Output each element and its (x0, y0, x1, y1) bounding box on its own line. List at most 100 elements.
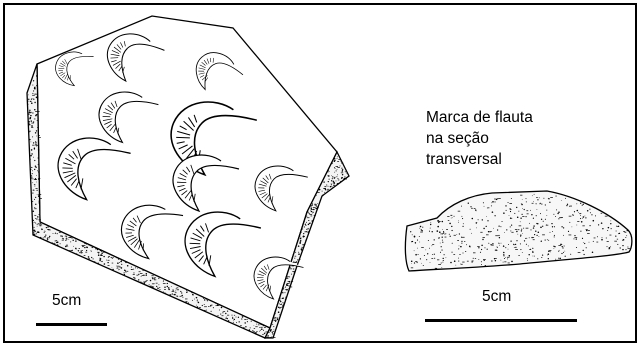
stipple-dot (423, 265, 424, 266)
stipple-dot (511, 261, 513, 263)
stipple-dot (478, 247, 479, 248)
stipple-dot (333, 183, 335, 184)
stipple-dot (515, 244, 516, 245)
stipple-dot (414, 250, 415, 251)
stipple-dot (445, 234, 446, 235)
stipple-dot (468, 203, 469, 204)
stipple-dot (454, 235, 456, 236)
stipple-dot (504, 258, 505, 259)
stipple-dot (30, 115, 32, 117)
stipple-dot (288, 286, 290, 287)
stipple-dot (93, 261, 96, 262)
stipple-dot (308, 220, 309, 221)
stipple-dot (156, 286, 157, 287)
stipple-dot (29, 139, 30, 140)
stipple-dot (583, 250, 584, 251)
stipple-dot (334, 182, 335, 183)
stipple-dot (36, 114, 38, 116)
stipple-dot (97, 252, 99, 253)
stipple-dot (70, 237, 72, 238)
stipple-dot (596, 242, 598, 243)
stipple-dot (99, 258, 100, 259)
stipple-dot (533, 237, 534, 238)
stipple-dot (411, 241, 412, 242)
stipple-dot (345, 171, 346, 172)
stipple-dot (32, 126, 33, 127)
stipple-dot (304, 221, 305, 222)
stipple-dot (337, 174, 338, 175)
stipple-dot (316, 204, 317, 205)
stipple-dot (270, 329, 272, 330)
stipple-dot (86, 250, 87, 251)
stipple-dot (462, 226, 464, 227)
stipple-dot (138, 279, 139, 280)
stipple-dot (547, 255, 548, 256)
stipple-dot (238, 317, 239, 318)
stipple-dot (472, 218, 474, 220)
stipple-dot (312, 209, 314, 210)
stipple-dot (508, 263, 510, 264)
stipple-dot (163, 283, 166, 284)
stipple-dot (487, 220, 488, 221)
stipple-dot (446, 229, 448, 230)
stipple-dot (303, 236, 305, 238)
stipple-dot (40, 226, 42, 227)
stipple-dot (410, 231, 411, 232)
stipple-dot (331, 180, 332, 181)
stipple-dot (88, 256, 90, 258)
stipple-dot (316, 208, 317, 209)
stipple-dot (623, 231, 625, 232)
stipple-dot (30, 155, 32, 157)
stipple-dot (303, 233, 304, 234)
stipple-dot (56, 240, 58, 241)
stipple-dot (532, 252, 533, 253)
stipple-dot (35, 179, 37, 180)
stipple-dot (510, 226, 511, 227)
stipple-dot (312, 204, 313, 205)
stipple-dot (537, 223, 538, 224)
stipple-dot (98, 263, 99, 264)
stipple-dot (334, 158, 336, 160)
stipple-dot (605, 216, 608, 217)
stipple-dot (316, 205, 317, 206)
stipple-dot (36, 182, 37, 183)
stipple-dot (311, 205, 313, 206)
stipple-dot (264, 333, 265, 334)
stipple-dot (47, 237, 48, 238)
stipple-dot (124, 272, 125, 273)
stipple-dot (328, 170, 329, 171)
stipple-dot (150, 286, 152, 287)
stipple-dot (143, 274, 145, 276)
stipple-dot (159, 289, 160, 290)
stipple-dot (528, 245, 529, 246)
stipple-dot (244, 322, 245, 323)
stipple-dot (595, 215, 596, 216)
stipple-dot (532, 195, 533, 196)
stipple-dot (582, 218, 583, 219)
stipple-dot (32, 170, 33, 171)
stipple-dot (527, 258, 528, 259)
stipple-dot (417, 262, 418, 263)
stipple-dot (79, 252, 81, 253)
stipple-dot (283, 304, 284, 305)
stipple-dot (191, 292, 192, 293)
stipple-dot (488, 231, 489, 232)
stipple-dot (170, 295, 171, 296)
stipple-dot (306, 216, 307, 217)
stipple-dot (509, 255, 510, 256)
stipple-dot (550, 232, 551, 233)
stipple-dot (524, 209, 525, 210)
stipple-dot (164, 287, 165, 288)
cross-section-outline (405, 191, 632, 271)
stipple-dot (342, 170, 343, 171)
stipple-dot (412, 234, 413, 235)
stipple-dot (221, 307, 223, 309)
stipple-dot (101, 255, 103, 256)
stipple-dot (211, 311, 212, 312)
stipple-dot (573, 215, 574, 216)
stipple-dot (286, 289, 288, 291)
stipple-dot (507, 257, 510, 258)
stipple-dot (82, 252, 83, 253)
stipple-dot (137, 268, 138, 269)
